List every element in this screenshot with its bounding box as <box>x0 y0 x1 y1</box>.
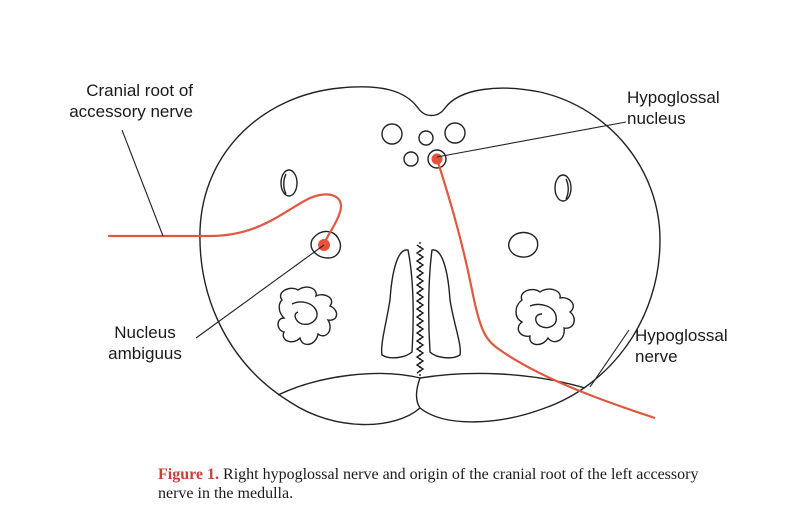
left-lateral-oval-inner <box>283 173 287 195</box>
label-hypoglossal-nucleus-line2: nucleus <box>627 109 686 128</box>
right-lateral-oval-inner <box>565 178 569 200</box>
label-cranial-root-line1: Cranial root of <box>86 81 193 100</box>
hypoglossal-nucleus-ring <box>427 149 447 169</box>
label-nucleus-ambiguus-line2: ambiguus <box>108 344 182 363</box>
leader-hypoglossal-nucleus <box>436 121 627 158</box>
pyramid-left-boundary <box>277 372 421 396</box>
medulla-outline <box>199 86 661 426</box>
pyramid-right-boundary <box>419 372 586 389</box>
leader-hypoglossal-nerve <box>589 329 630 388</box>
right-inferior-olive-inner <box>529 303 557 329</box>
label-nucleus-ambiguus-line1: Nucleus <box>114 323 176 342</box>
label-cranial-root-line2: accessory nerve <box>69 102 193 121</box>
dorsal-circle-1 <box>381 123 403 145</box>
anterior-median-fissure <box>415 377 421 409</box>
leader-cranial-root <box>121 129 164 237</box>
label-hypoglossal-nucleus: Hypoglossal nucleus <box>627 87 720 129</box>
dorsal-circle-2 <box>418 130 434 146</box>
label-hypoglossal-nerve-line1: Hypoglossal <box>635 326 728 345</box>
label-nucleus-ambiguus: Nucleus ambiguus <box>95 322 195 364</box>
right-lateral-oval <box>554 174 572 202</box>
left-lateral-oval <box>280 169 298 197</box>
right-ambiguus-outline <box>508 231 539 258</box>
hypoglossal-nerve-path <box>435 158 656 420</box>
left-inferior-olive-inner <box>291 301 318 325</box>
nucleus-ambiguus-outline <box>310 230 342 259</box>
left-inferior-olive <box>277 286 338 345</box>
midline-zigzag <box>415 244 425 374</box>
dorsal-circle-3 <box>444 122 466 144</box>
dorsal-circle-4 <box>403 151 419 167</box>
figure-caption: Figure 1. Right hypoglossal nerve and or… <box>158 465 718 503</box>
left-medial-column <box>380 249 414 359</box>
right-inferior-olive <box>515 288 575 346</box>
figure-caption-text: Right hypoglossal nerve and origin of th… <box>158 466 699 502</box>
label-hypoglossal-nucleus-line1: Hypoglossal <box>627 88 720 107</box>
label-hypoglossal-nerve-line2: nerve <box>635 347 678 366</box>
leader-nucleus-ambiguus <box>195 244 325 339</box>
cranial-root-accessory-nerve <box>108 193 343 246</box>
label-cranial-root: Cranial root of accessory nerve <box>30 80 193 122</box>
right-medial-column <box>428 249 462 359</box>
figure-label: Figure 1. <box>158 466 220 483</box>
label-hypoglossal-nerve: Hypoglossal nerve <box>635 325 728 367</box>
